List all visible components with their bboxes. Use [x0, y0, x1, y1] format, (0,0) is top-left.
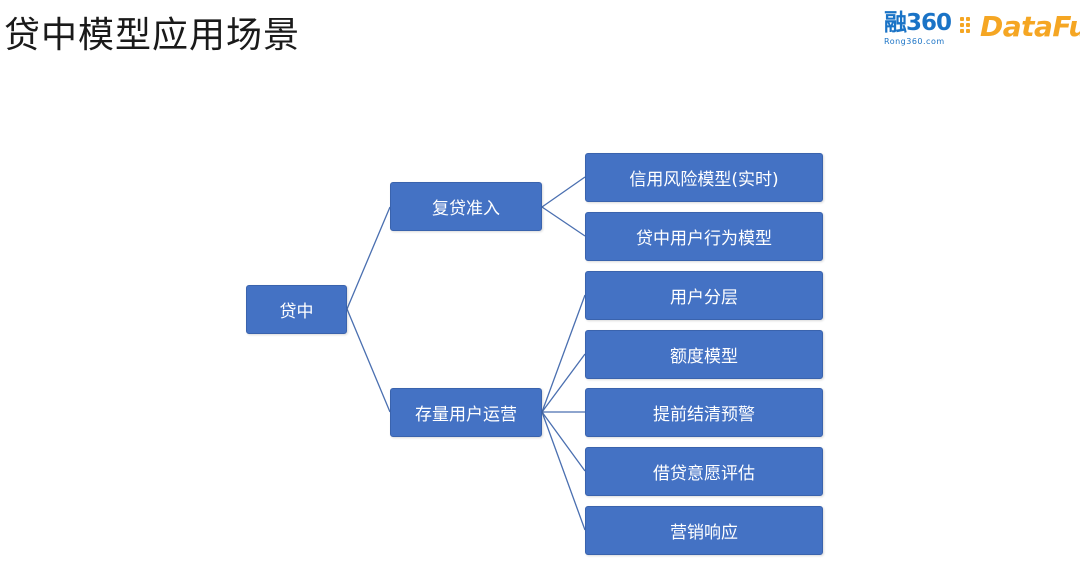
datafun-logo: DataFun [980, 10, 1080, 43]
rong360-logo-text: 融360 [884, 10, 952, 36]
connector-branch-2-to-leaf-3 [541, 294, 586, 413]
page-title: 贷中模型应用场景 [4, 15, 301, 56]
leaf-node: 贷中用户行为模型 [585, 212, 823, 261]
connector-branch-1-to-leaf-2 [541, 206, 586, 237]
connector-branch-2-to-leaf-6 [541, 411, 586, 472]
connector-branch-2-to-leaf-4 [541, 353, 586, 413]
leaf-node: 信用风险模型(实时) [585, 153, 823, 202]
connector-root-to-branch-1 [346, 206, 391, 310]
connector-branch-2-to-leaf-7 [541, 411, 586, 531]
datafun-dots-icon [960, 17, 980, 39]
leaf-node: 用户分层 [585, 271, 823, 320]
leaf-node: 借贷意愿评估 [585, 447, 823, 496]
leaf-node: 营销响应 [585, 506, 823, 555]
leaf-node: 提前结清预警 [585, 388, 823, 437]
connector-root-to-branch-2 [346, 308, 391, 413]
logo-area: 融360 Rong360.com DataFun [884, 10, 1080, 54]
branch-node-2: 存量用户运营 [390, 388, 542, 437]
leaf-node: 额度模型 [585, 330, 823, 379]
root-node: 贷中 [246, 285, 347, 334]
connector-branch-1-to-leaf-1 [541, 176, 586, 208]
branch-node-1: 复贷准入 [390, 182, 542, 231]
rong360-logo-url: Rong360.com [884, 37, 945, 46]
rong360-logo: 融360 Rong360.com [884, 10, 952, 46]
